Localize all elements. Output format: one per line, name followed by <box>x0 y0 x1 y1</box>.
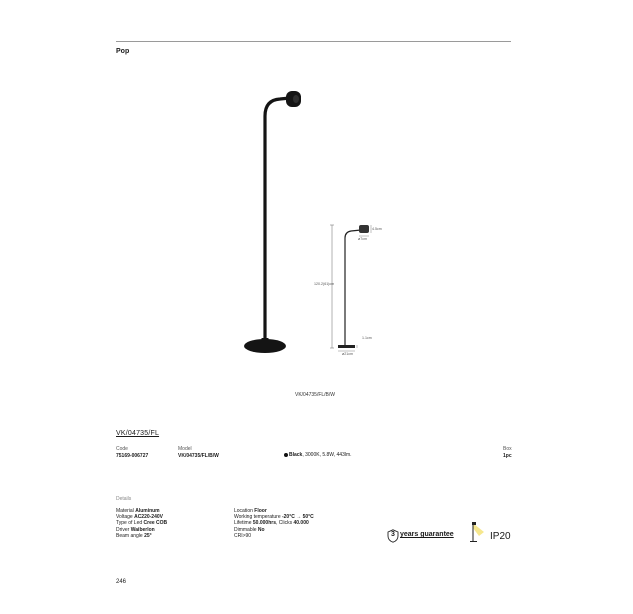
dim-head-height: 4.5cm <box>372 227 382 231</box>
dim-base-width: ø21cm <box>342 352 353 356</box>
model-value: VK/04735/FL/B/W <box>178 453 219 459</box>
code-label: Code <box>116 446 128 452</box>
product-name: VK/04735/FL <box>116 430 160 437</box>
variant: Black, 3000K, 5.8W, 443lm. <box>284 452 352 458</box>
dim-base-height: 1.1cm <box>362 336 372 340</box>
spec-row: CRI>90 <box>234 532 252 539</box>
spec-row: Beam angle 25° <box>116 532 152 539</box>
spec-row: Working temperature -20°C → 50°C <box>234 514 314 521</box>
spec-row: Material Aluminum <box>116 508 160 514</box>
spec-row: Location Floor <box>234 508 267 514</box>
details-right: Location Floor Working temperature -20°C… <box>234 508 314 539</box>
spec-row: Dimmable No <box>234 526 265 533</box>
black-color-swatch-icon <box>284 452 288 457</box>
guarantee-text: years guarantee <box>400 531 454 538</box>
page-number: 246 <box>116 579 127 585</box>
dim-total-height: 120.2(61)cm <box>314 282 335 286</box>
dimension-drawing <box>330 224 372 352</box>
box-value: 1pc <box>503 453 512 459</box>
top-divider <box>116 41 511 42</box>
guarantee-shield-icon <box>387 529 399 543</box>
box-label: Box <box>503 446 512 452</box>
variant-specs: , 3000K, 5.8W, 443lm. <box>302 452 352 458</box>
series-title: Pop <box>116 48 130 55</box>
details-left: Material Aluminum Voltage AC220-240V Typ… <box>116 508 167 539</box>
spec-row: Lifetime 50.000hrs, Clicks 40.000 <box>234 520 309 527</box>
spec-row: Driver Waiberlon <box>116 526 155 533</box>
spec-row: Voltage AC220-240V <box>116 514 163 521</box>
spec-row: Type of Led Cree COB <box>116 520 168 527</box>
details-label: Details <box>116 496 132 502</box>
lamp-light-icon <box>470 522 484 542</box>
model-label: Model <box>178 446 192 452</box>
dim-head-width: ø7cm <box>358 237 367 241</box>
code-value: 75169-006727 <box>116 453 149 459</box>
variant-color: Black <box>289 452 303 458</box>
guarantee-years: 3 <box>391 531 395 538</box>
image-caption: VK/04735/FL/B/W <box>294 392 336 398</box>
ip-rating: IP20 <box>490 531 511 542</box>
floor-lamp-image <box>244 91 301 353</box>
